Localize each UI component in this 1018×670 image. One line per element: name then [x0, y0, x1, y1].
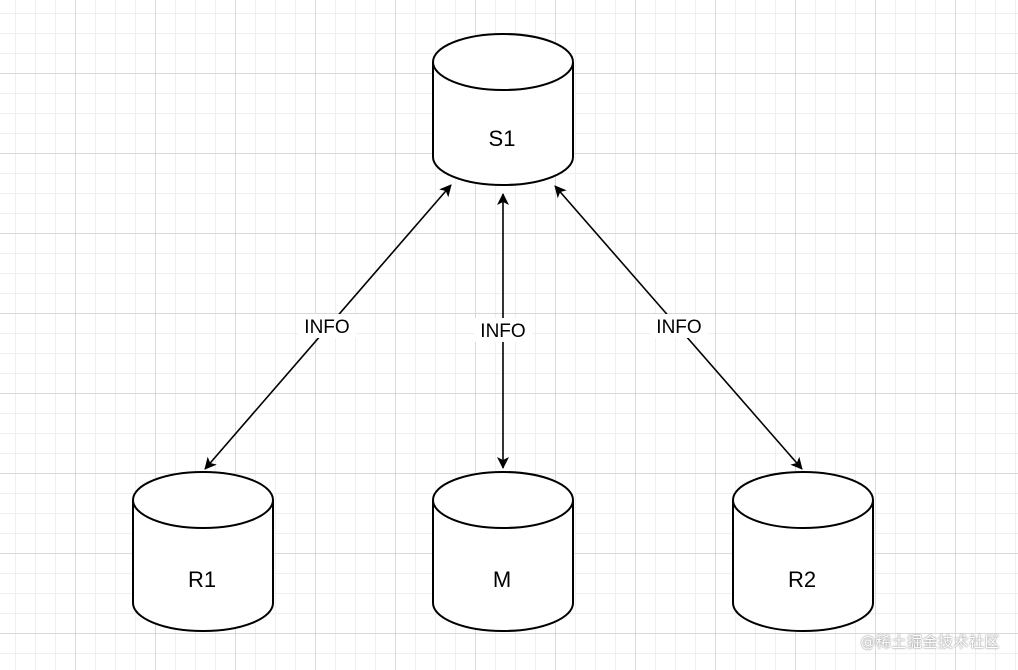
database-node-r1[interactable]: R1	[132, 471, 274, 632]
database-node-m[interactable]: M	[432, 471, 574, 632]
node-label: R2	[788, 567, 816, 592]
edge-s1-r1[interactable]: INFO	[204, 184, 452, 470]
node-label: R1	[188, 567, 216, 592]
edge-label-info: INFO	[656, 317, 701, 338]
edge-label-info: INFO	[480, 321, 525, 342]
edge-s1-r2[interactable]: INFO	[554, 185, 803, 470]
edge-label-info: INFO	[304, 317, 349, 338]
edge-s1-m[interactable]: INFO	[474, 193, 532, 469]
watermark-text: @稀土掘金技术社区	[860, 633, 1000, 651]
node-label: S1	[489, 126, 516, 151]
node-label: M	[493, 567, 511, 592]
database-node-r2[interactable]: R2	[732, 471, 874, 632]
database-node-s1[interactable]: S1	[432, 33, 574, 186]
